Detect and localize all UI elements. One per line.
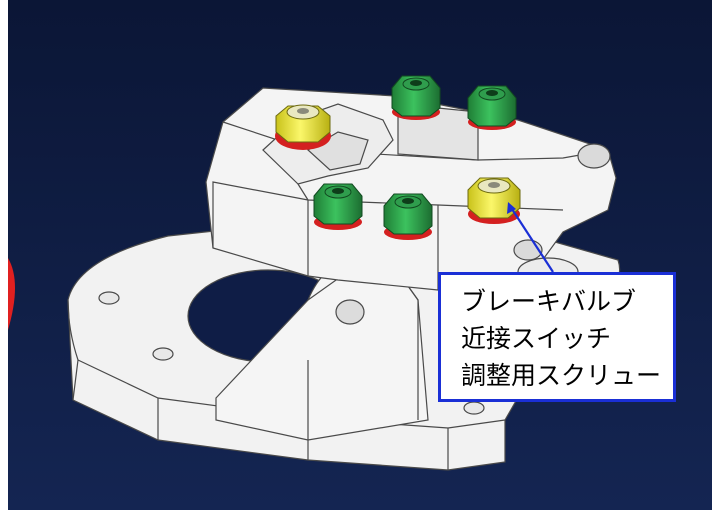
- callout-leader-arrow: [507, 202, 554, 273]
- cad-viewport[interactable]: ブレーキバルブ 近接スイッチ 調整用スクリュー: [8, 0, 712, 510]
- green-nut-4: [383, 193, 433, 240]
- cad-model-render: [8, 0, 712, 510]
- yellow-adjust-nut-left: [275, 104, 331, 150]
- callout-line-1: ブレーキバルブ: [461, 287, 637, 316]
- yellow-adjust-nut-right: [467, 177, 521, 224]
- green-nut-2: [467, 85, 517, 130]
- left-edge-marker: [8, 258, 15, 330]
- callout-line-3: 調整用スクリュー: [461, 361, 662, 390]
- callout-line-2: 近接スイッチ: [461, 324, 612, 353]
- upright-bracket: [215, 261, 429, 441]
- green-nut-3: [313, 183, 363, 230]
- callout-label: ブレーキバルブ 近接スイッチ 調整用スクリュー: [438, 272, 676, 402]
- green-nut-1: [391, 75, 441, 120]
